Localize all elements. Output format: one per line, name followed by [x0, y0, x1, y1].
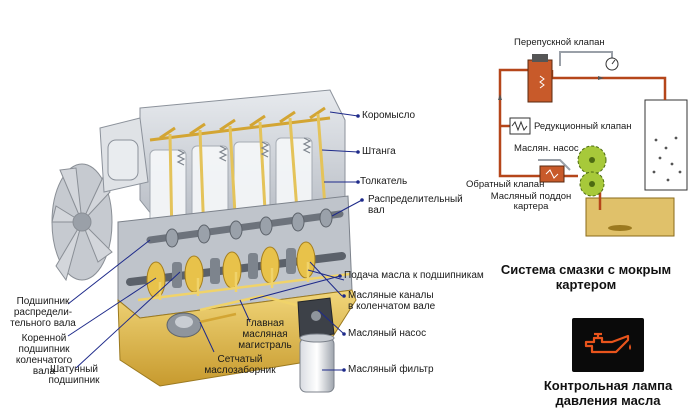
reducing-valve-icon — [509, 117, 531, 135]
label-check-valve: Обратный клапан — [466, 179, 545, 190]
schema-crankcase — [644, 99, 688, 191]
label-rod-bearing: Шатунный подшипник — [48, 364, 100, 386]
label-sump: Масляный поддон картера — [490, 191, 572, 212]
check-valve-icon — [539, 165, 565, 183]
flow-arrows — [498, 76, 604, 100]
oil-warning-lamp — [572, 318, 644, 372]
label-oil-feed: Подача масла к подшипникам — [344, 270, 484, 281]
oil-pump-filter — [297, 297, 335, 393]
label-main-gallery: Главная масляная магистраль — [238, 318, 292, 351]
oil-pump-gears-icon — [577, 145, 607, 197]
leader-lines — [67, 111, 363, 371]
bypass-valve-icon — [527, 54, 553, 103]
schema-sump — [585, 197, 675, 237]
label-main-bearing: Коренной подшипник коленчатого вала — [15, 333, 73, 377]
pressure-gauge-icon — [605, 57, 619, 71]
rocker-assembly — [149, 106, 331, 142]
camshaft — [146, 208, 344, 248]
label-pump: Маслян. насос — [514, 143, 579, 154]
valve-springs — [176, 137, 312, 166]
label-cam-bearing: Подшипник распредели-тельного вала — [10, 296, 76, 329]
label-oil-filter: Масляный фильтр — [348, 364, 434, 375]
oil-drops — [652, 136, 682, 182]
caption-warning-lamp: Контрольная лампа давления масла — [543, 378, 673, 408]
label-camshaft: Распределительный вал — [368, 194, 463, 216]
label-oil-channels: Масляные каналы в коленчатом вале — [348, 290, 436, 312]
fan — [51, 163, 113, 282]
caption-wet-sump: Система смазки с мокрым картером — [500, 262, 672, 292]
label-oil-pump: Масляный насос — [348, 328, 427, 339]
label-rocker: Коромысло — [362, 110, 416, 121]
label-strainer: Сетчатый маслозаборник — [204, 354, 276, 376]
label-pushrod: Штанга — [362, 146, 396, 157]
label-lifter: Толкатель — [360, 176, 408, 187]
oil-can-icon — [584, 332, 631, 354]
oil-passages — [137, 262, 351, 312]
label-reducing-valve: Редукционный клапан — [534, 121, 632, 132]
leader-dots — [338, 114, 364, 372]
schema-return-lines — [538, 51, 613, 171]
label-bypass-valve: Перепускной клапан — [514, 37, 605, 48]
oil-strainer — [166, 312, 237, 338]
